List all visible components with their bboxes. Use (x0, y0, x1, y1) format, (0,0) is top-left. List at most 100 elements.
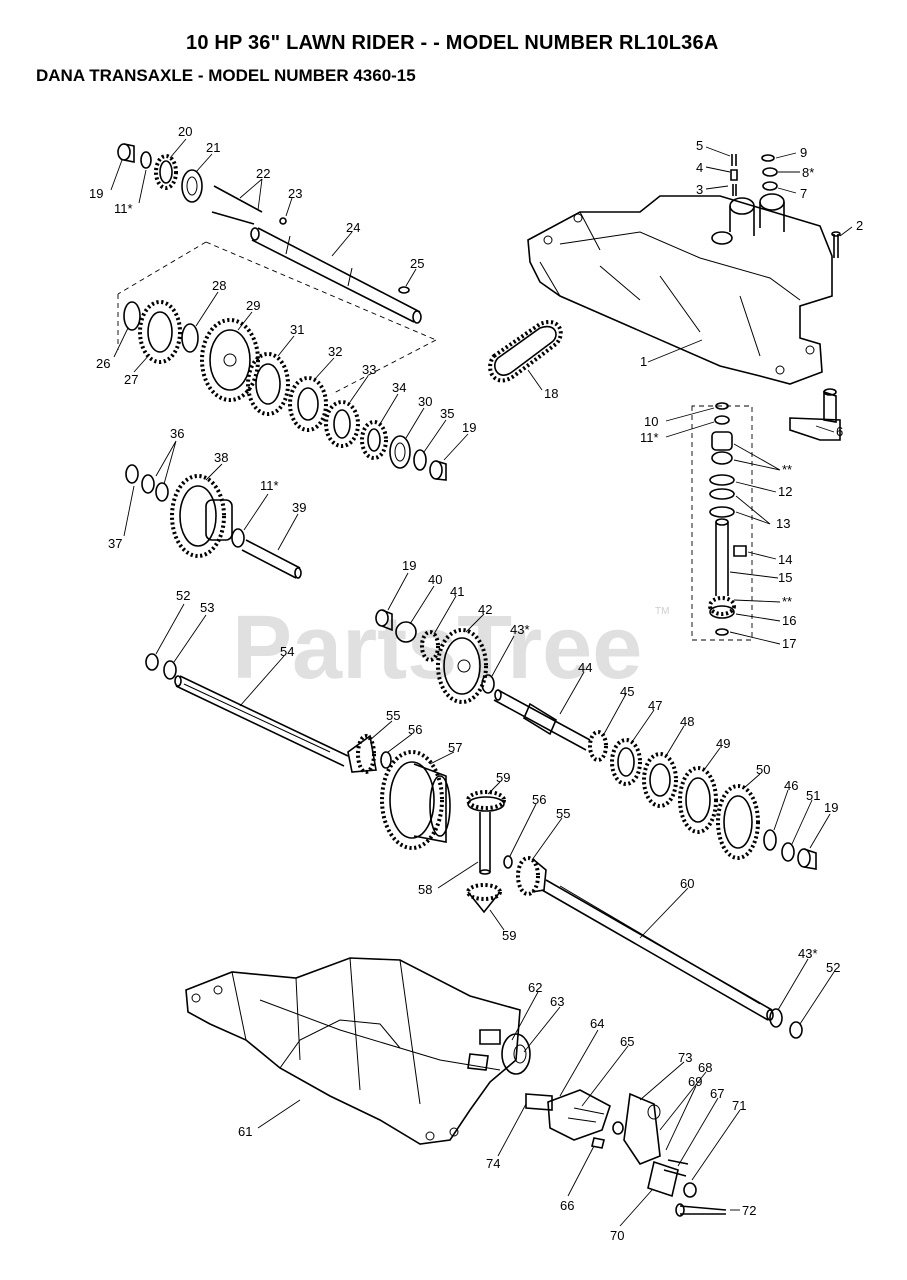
callout: 59 (496, 770, 510, 785)
callout: 19 (89, 186, 103, 201)
drive-chain (488, 320, 563, 383)
diagram-subtitle: DANA TRANSAXLE - MODEL NUMBER 4360-15 (36, 66, 416, 85)
callout: 52 (176, 588, 190, 603)
callout: 2 (856, 218, 863, 233)
callout: 71 (732, 1098, 746, 1113)
callout: 49 (716, 736, 730, 751)
callout: 44 (578, 660, 592, 675)
callout: 40 (428, 572, 442, 587)
callout: 60 (680, 876, 694, 891)
vertical-shaft-stack (691, 402, 753, 641)
callout: 8* (802, 165, 814, 180)
callout: 56 (408, 722, 422, 737)
callout: 22 (256, 166, 270, 181)
callout: 61 (238, 1124, 252, 1139)
callout: 38 (214, 450, 228, 465)
axle-shaft-60 (541, 879, 803, 1039)
callout: 34 (392, 380, 406, 395)
callout: 70 (610, 1228, 624, 1243)
callout: 36 (170, 426, 184, 441)
callout: 55 (556, 806, 570, 821)
callout: 67 (710, 1086, 724, 1101)
shift-hardware (501, 1033, 727, 1217)
callout: 6 (836, 424, 843, 439)
callout: 47 (648, 698, 662, 713)
callout: 42 (478, 602, 492, 617)
callout: 63 (550, 994, 564, 1009)
callout: 19 (402, 558, 416, 573)
gear-stack-upper (123, 300, 447, 481)
callout: 51 (806, 788, 820, 803)
diagram-title: 10 HP 36" LAWN RIDER - - MODEL NUMBER RL… (186, 32, 719, 54)
cluster-gear-assembly (125, 464, 302, 579)
callout: 21 (206, 140, 220, 155)
callout: 16 (782, 613, 796, 628)
callout: 24 (346, 220, 360, 235)
upper-shaft-assembly (117, 143, 437, 395)
axle-shaft-54 (145, 653, 392, 774)
callout: 12 (778, 484, 792, 499)
part-callouts: 19 11* 20 21 22 23 24 25 26 27 28 29 31 … (89, 124, 863, 1243)
callout: 57 (448, 740, 462, 755)
callout: 35 (440, 406, 454, 421)
differential-ring-gear (380, 750, 451, 850)
callout: 25 (410, 256, 424, 271)
upper-countershaft (375, 609, 817, 870)
callout: 72 (742, 1203, 756, 1218)
upper-housing (527, 154, 841, 441)
callout: 9 (800, 145, 807, 160)
callout: 31 (290, 322, 304, 337)
callout: 30 (418, 394, 432, 409)
callout: 11* (114, 201, 133, 216)
watermark-trademark: TM (655, 606, 669, 617)
callout: 33 (362, 362, 376, 377)
differential-pinions (466, 790, 547, 914)
callout: 54 (280, 644, 294, 659)
callout: 45 (620, 684, 634, 699)
callout: 11* (640, 430, 659, 445)
callout: 29 (246, 298, 260, 313)
callout: 1 (640, 354, 647, 369)
callout: 19 (462, 420, 476, 435)
callout: 14 (778, 552, 792, 567)
callout: 10 (644, 414, 658, 429)
callout: 39 (292, 500, 306, 515)
lower-housing (185, 957, 521, 1145)
callout: 7 (800, 186, 807, 201)
callout: 5 (696, 138, 703, 153)
callout: 19 (824, 800, 838, 815)
leader-lines (110, 138, 853, 1227)
callout: 20 (178, 124, 192, 139)
callout: 27 (124, 372, 138, 387)
callout: 43* (798, 946, 818, 961)
callout: 55 (386, 708, 400, 723)
callout: 56 (532, 792, 546, 807)
callout: 18 (544, 386, 558, 401)
callout: 41 (450, 584, 464, 599)
callout: 58 (418, 882, 432, 897)
callout: 13 (776, 516, 790, 531)
callout: 17 (782, 636, 796, 651)
callout: 4 (696, 160, 703, 175)
callout: 37 (108, 536, 122, 551)
callout: 15 (778, 570, 792, 585)
callout: 52 (826, 960, 840, 975)
callout: 53 (200, 600, 214, 615)
callout: 64 (590, 1016, 604, 1031)
callout: 65 (620, 1034, 634, 1049)
callout: 11* (260, 478, 279, 493)
callout: 73 (678, 1050, 692, 1065)
callout: ** (782, 462, 792, 477)
callout: 74 (486, 1156, 500, 1171)
callout: 66 (560, 1198, 574, 1213)
callout: 43* (510, 622, 530, 637)
callout: 50 (756, 762, 770, 777)
callout: 68 (698, 1060, 712, 1075)
callout: 48 (680, 714, 694, 729)
callout: ** (782, 594, 792, 609)
callout: 26 (96, 356, 110, 371)
callout: 59 (502, 928, 516, 943)
callout: 62 (528, 980, 542, 995)
callout: 3 (696, 182, 703, 197)
